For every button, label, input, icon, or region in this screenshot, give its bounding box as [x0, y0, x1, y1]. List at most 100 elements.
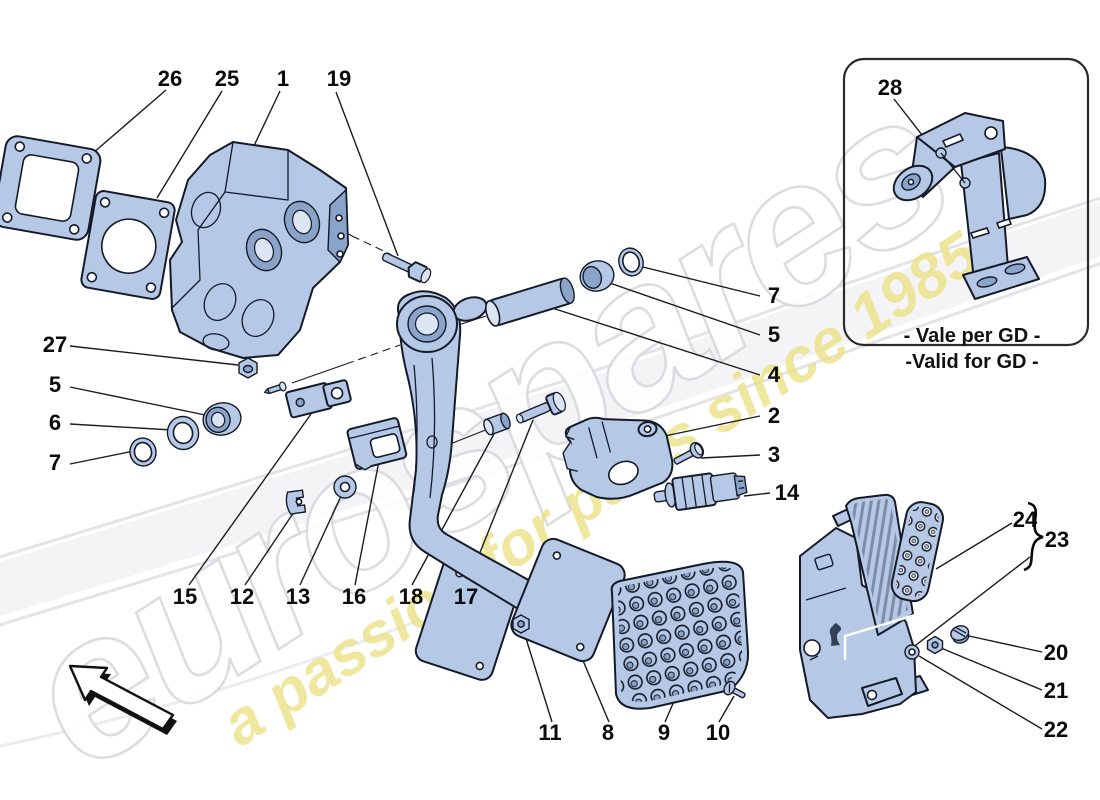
accelerator-pedal-face	[845, 493, 914, 636]
part-5-bushing-left	[202, 402, 242, 436]
part-2-switch-bracket	[562, 416, 674, 500]
callout-28: 28	[878, 75, 902, 100]
leader-23	[893, 556, 1031, 663]
callout-15: 15	[173, 584, 197, 609]
part-21-nut	[926, 635, 944, 655]
callout-25: 25	[215, 66, 239, 91]
part-1-pedal-support-housing	[169, 141, 349, 359]
part-4-pivot-pin	[485, 277, 575, 327]
gasket-26-opening	[14, 154, 80, 222]
housing-edge-strip	[327, 188, 349, 264]
leader-13	[299, 493, 343, 586]
inset-box: - Vale per GD - -Valid for GD -	[842, 57, 1090, 373]
part-16-bracket	[346, 417, 408, 471]
swoosh-line-bottom	[0, 618, 421, 748]
axis-pivot-a	[291, 363, 347, 384]
accelerator-highlight	[843, 613, 916, 660]
callout-27: 27	[43, 332, 67, 357]
part-22-washer	[904, 644, 920, 660]
part-8-pedal-plate	[510, 537, 626, 663]
pedal-pad-dimples	[617, 567, 743, 702]
leader-12	[244, 508, 297, 586]
leader-5-left	[69, 386, 211, 417]
part-9-pedal-pad	[610, 560, 750, 710]
leader-20	[968, 635, 1043, 653]
callout-4: 4	[768, 362, 781, 387]
callout-5-right: 5	[768, 322, 780, 347]
part-18-bushing	[483, 412, 511, 436]
callout-1: 1	[277, 66, 289, 91]
part-20-screw-cap	[950, 625, 970, 644]
callout-13: 13	[286, 584, 310, 609]
callout-19: 19	[327, 66, 351, 91]
part-14-brake-switch	[653, 472, 748, 511]
callout-22: 22	[1044, 717, 1068, 742]
leader-3	[700, 454, 761, 459]
bracket-28-wing	[1000, 146, 1047, 220]
part-3-screw	[673, 442, 705, 465]
callout-20: 20	[1044, 640, 1068, 665]
part-28-bracket	[892, 112, 1047, 300]
part-17-bolt	[515, 391, 566, 424]
leader-27	[69, 345, 239, 366]
callout-14: 14	[775, 480, 800, 505]
callout-24: 24	[1013, 507, 1038, 532]
leader-18	[411, 431, 496, 586]
callout-12: 12	[230, 584, 254, 609]
part-13-washer	[333, 475, 357, 499]
leader-16	[354, 460, 380, 586]
part-15-pin	[263, 381, 287, 395]
part-5-bushing-right	[579, 260, 615, 292]
part-10-screw	[723, 680, 746, 699]
callout-21: 21	[1044, 678, 1068, 703]
leader-4	[548, 306, 761, 376]
leader-1	[251, 90, 281, 151]
brace-23	[1023, 501, 1044, 572]
leader-22	[918, 655, 1043, 730]
inset-caption-english: -Valid for GD -	[905, 351, 1038, 373]
callout-16: 16	[342, 584, 366, 609]
brake-pedal-arm	[396, 290, 565, 627]
axis-pivot-b	[345, 344, 401, 365]
callout-7-right: 7	[768, 283, 780, 308]
leader-10	[718, 695, 735, 723]
callout-11: 11	[538, 720, 561, 745]
part-11-nut	[512, 614, 530, 634]
inset-border	[842, 57, 1090, 347]
callout-26: 26	[158, 66, 182, 91]
leader-19	[335, 91, 399, 257]
horse-logo	[829, 623, 842, 646]
leader-14	[743, 492, 771, 497]
callout-7-left: 7	[49, 450, 61, 475]
part-19-bolt	[381, 252, 432, 284]
leader-7-right	[634, 264, 761, 297]
gasket-25-bore	[101, 218, 157, 274]
part-15-bracket-plates	[285, 379, 352, 419]
direction-arrow-icon	[68, 664, 177, 735]
part-24-accelerator-pad	[890, 501, 944, 603]
part-27-nut	[238, 357, 258, 379]
callout-8: 8	[602, 720, 614, 745]
leader-25	[156, 90, 223, 199]
leader-2	[659, 415, 761, 438]
callout-5-left: 5	[49, 372, 61, 397]
callout-labels: 26 25 1 19 28 27 5 6 7 15 12 13 16 18 17…	[43, 66, 1069, 745]
part-6-seal-ring	[166, 415, 200, 451]
callout-18: 18	[399, 584, 423, 609]
leader-6	[69, 423, 173, 431]
leader-24	[935, 522, 1013, 570]
part-12-spring-clip	[285, 489, 307, 515]
callout-3: 3	[768, 442, 780, 467]
axis-bolt19-b	[351, 235, 391, 255]
leader-11	[523, 631, 553, 723]
callout-10: 10	[706, 720, 730, 745]
part-25-gasket	[80, 190, 176, 300]
leader-7-left	[69, 450, 135, 465]
swoosh-line-lower	[0, 261, 1100, 627]
part-26-gasket-outer	[0, 135, 102, 241]
callout-23: 23	[1045, 527, 1069, 552]
leader-15	[188, 413, 312, 586]
callout-9: 9	[658, 720, 670, 745]
